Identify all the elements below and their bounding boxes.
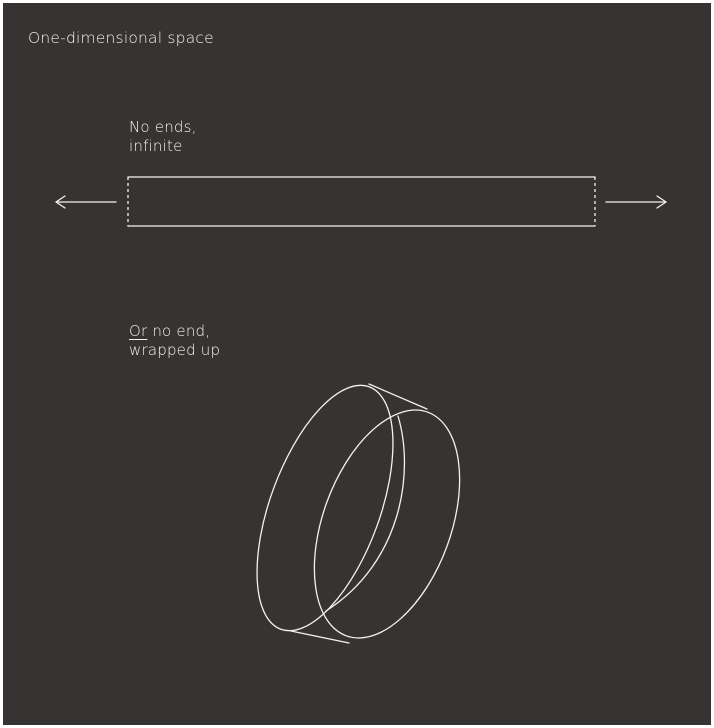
arrow-right-icon [606, 196, 666, 208]
arrow-left-icon [56, 196, 116, 208]
ring-top-edge [369, 384, 427, 409]
diagram-drawing [3, 3, 711, 725]
infinite-strip [128, 177, 595, 226]
diagram-panel: One-dimensional space No ends, infinite … [3, 3, 711, 725]
ring-front-rim [286, 390, 488, 657]
wrapped-ring [229, 368, 488, 658]
